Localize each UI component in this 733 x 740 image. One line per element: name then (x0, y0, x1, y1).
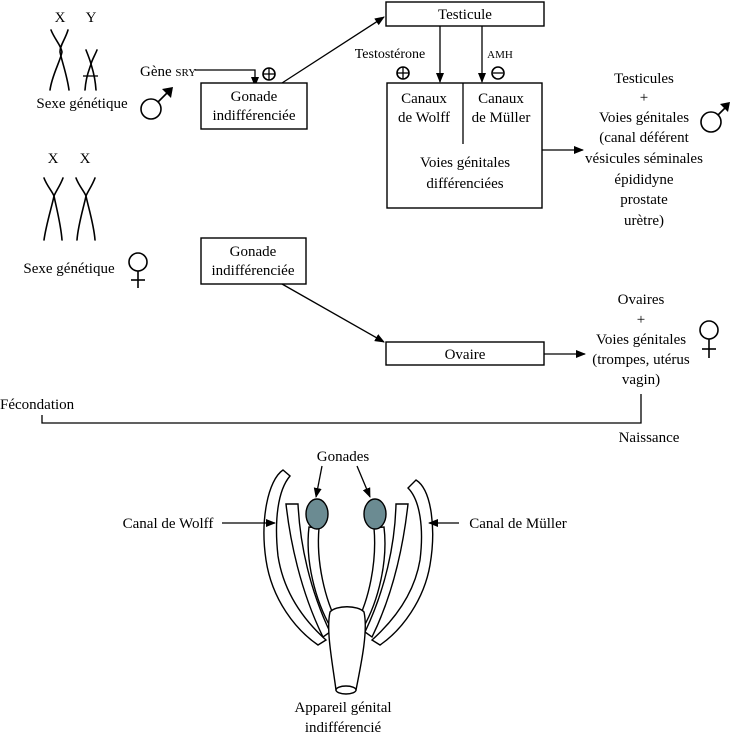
chromosome-x-icon (43, 177, 55, 241)
chromosome-x2-label: X (80, 151, 91, 167)
muller-ducts-line1: Canaux (478, 91, 524, 107)
chromosome-x-label: X (55, 10, 66, 26)
fecondation-label: Fécondation (0, 397, 75, 413)
male-result-line: Testicules (614, 71, 674, 87)
chromosome-x1-label: X (48, 151, 59, 167)
male-result-line: épididyne (614, 172, 673, 188)
male-gonad-line2: indifférenciée (212, 108, 295, 124)
female-result: Ovaires + Voies génitales (trompes, utér… (592, 292, 690, 388)
genital-ducts-box (386, 82, 543, 209)
female-result-line: (trompes, utérus (592, 352, 690, 368)
differentiated-ducts-line2: différenciées (426, 176, 503, 192)
wolff-ducts-line2: de Wolff (398, 110, 450, 126)
muller-ducts-line2: de Müller (472, 110, 531, 126)
wolff-duct-right (370, 479, 434, 646)
gonads-arrow-left (313, 465, 323, 498)
minus-circle-icon (491, 66, 505, 80)
gonads-arrow-right (356, 465, 371, 498)
naissance-label: Naissance (619, 430, 680, 446)
chromosome-y-label: Y (86, 10, 97, 26)
female-genetic-sex-label: Sexe génétique (23, 261, 115, 277)
indifferent-genital-tract (263, 469, 434, 695)
male-symbol-icon (700, 102, 730, 133)
male-result-line: + (640, 90, 648, 106)
male-result: Testicules + Voies génitales (canal défé… (585, 71, 703, 229)
female-result-line: Voies génitales (596, 332, 686, 348)
male-gonad-box (200, 82, 308, 130)
timeline-line (41, 394, 642, 424)
testosterone-label: Testostérone (355, 47, 426, 62)
caption-line1: Appareil génital (294, 700, 391, 716)
wolff-canal-label: Canal de Wolff (123, 516, 214, 532)
female-gonad-box (200, 237, 307, 285)
muller-canal-label: Canal de Müller (469, 516, 566, 532)
plus-circle-icon (262, 67, 276, 81)
gonad-to-testis-arrow (281, 16, 385, 84)
urogenital-sinus (327, 606, 366, 691)
female-gonad-line1: Gonade (230, 244, 277, 260)
sry-arrow (195, 69, 259, 87)
caption-line2: indifférencié (305, 720, 382, 736)
gonads-label: Gonades (317, 449, 370, 465)
male-gonad-line1: Gonade (231, 89, 278, 105)
male-result-line: (canal déférent (599, 130, 689, 146)
female-symbol-icon (128, 252, 148, 288)
wolff-duct-left (263, 469, 328, 646)
male-chromosomes: X Y (49, 10, 98, 91)
gonad-right (363, 498, 387, 530)
differentiated-ducts-line1: Voies génitales (420, 155, 510, 171)
male-genetic-sex-label: Sexe génétique (36, 96, 128, 112)
male-symbol-icon (140, 87, 173, 120)
female-result-line: Ovaires (618, 292, 665, 308)
chromosome-x-icon (49, 29, 63, 91)
female-result-line: + (637, 312, 645, 328)
male-result-line: urètre) (624, 213, 664, 229)
male-result-line: Voies génitales (599, 110, 689, 126)
male-result-line: prostate (620, 192, 668, 208)
amh-label: AMH (487, 49, 513, 61)
gonad-to-ovary-arrow (281, 283, 385, 343)
wolff-ducts-line1: Canaux (401, 91, 447, 107)
plus-circle-icon (396, 66, 410, 80)
chromosome-x-icon (75, 177, 87, 241)
female-result-line: vagin) (622, 372, 660, 388)
male-result-line: vésicules séminales (585, 151, 703, 167)
female-symbol-icon (699, 320, 719, 358)
testis-box (385, 1, 545, 27)
gene-sry-label: Gène SRY (140, 64, 196, 80)
female-chromosomes: X X (43, 151, 96, 241)
testis-label: Testicule (438, 7, 492, 23)
ovary-label: Ovaire (445, 347, 486, 363)
female-gonad-line2: indifférenciée (211, 263, 294, 279)
gonad-left (305, 498, 329, 530)
chromosome-y-icon (84, 49, 92, 91)
